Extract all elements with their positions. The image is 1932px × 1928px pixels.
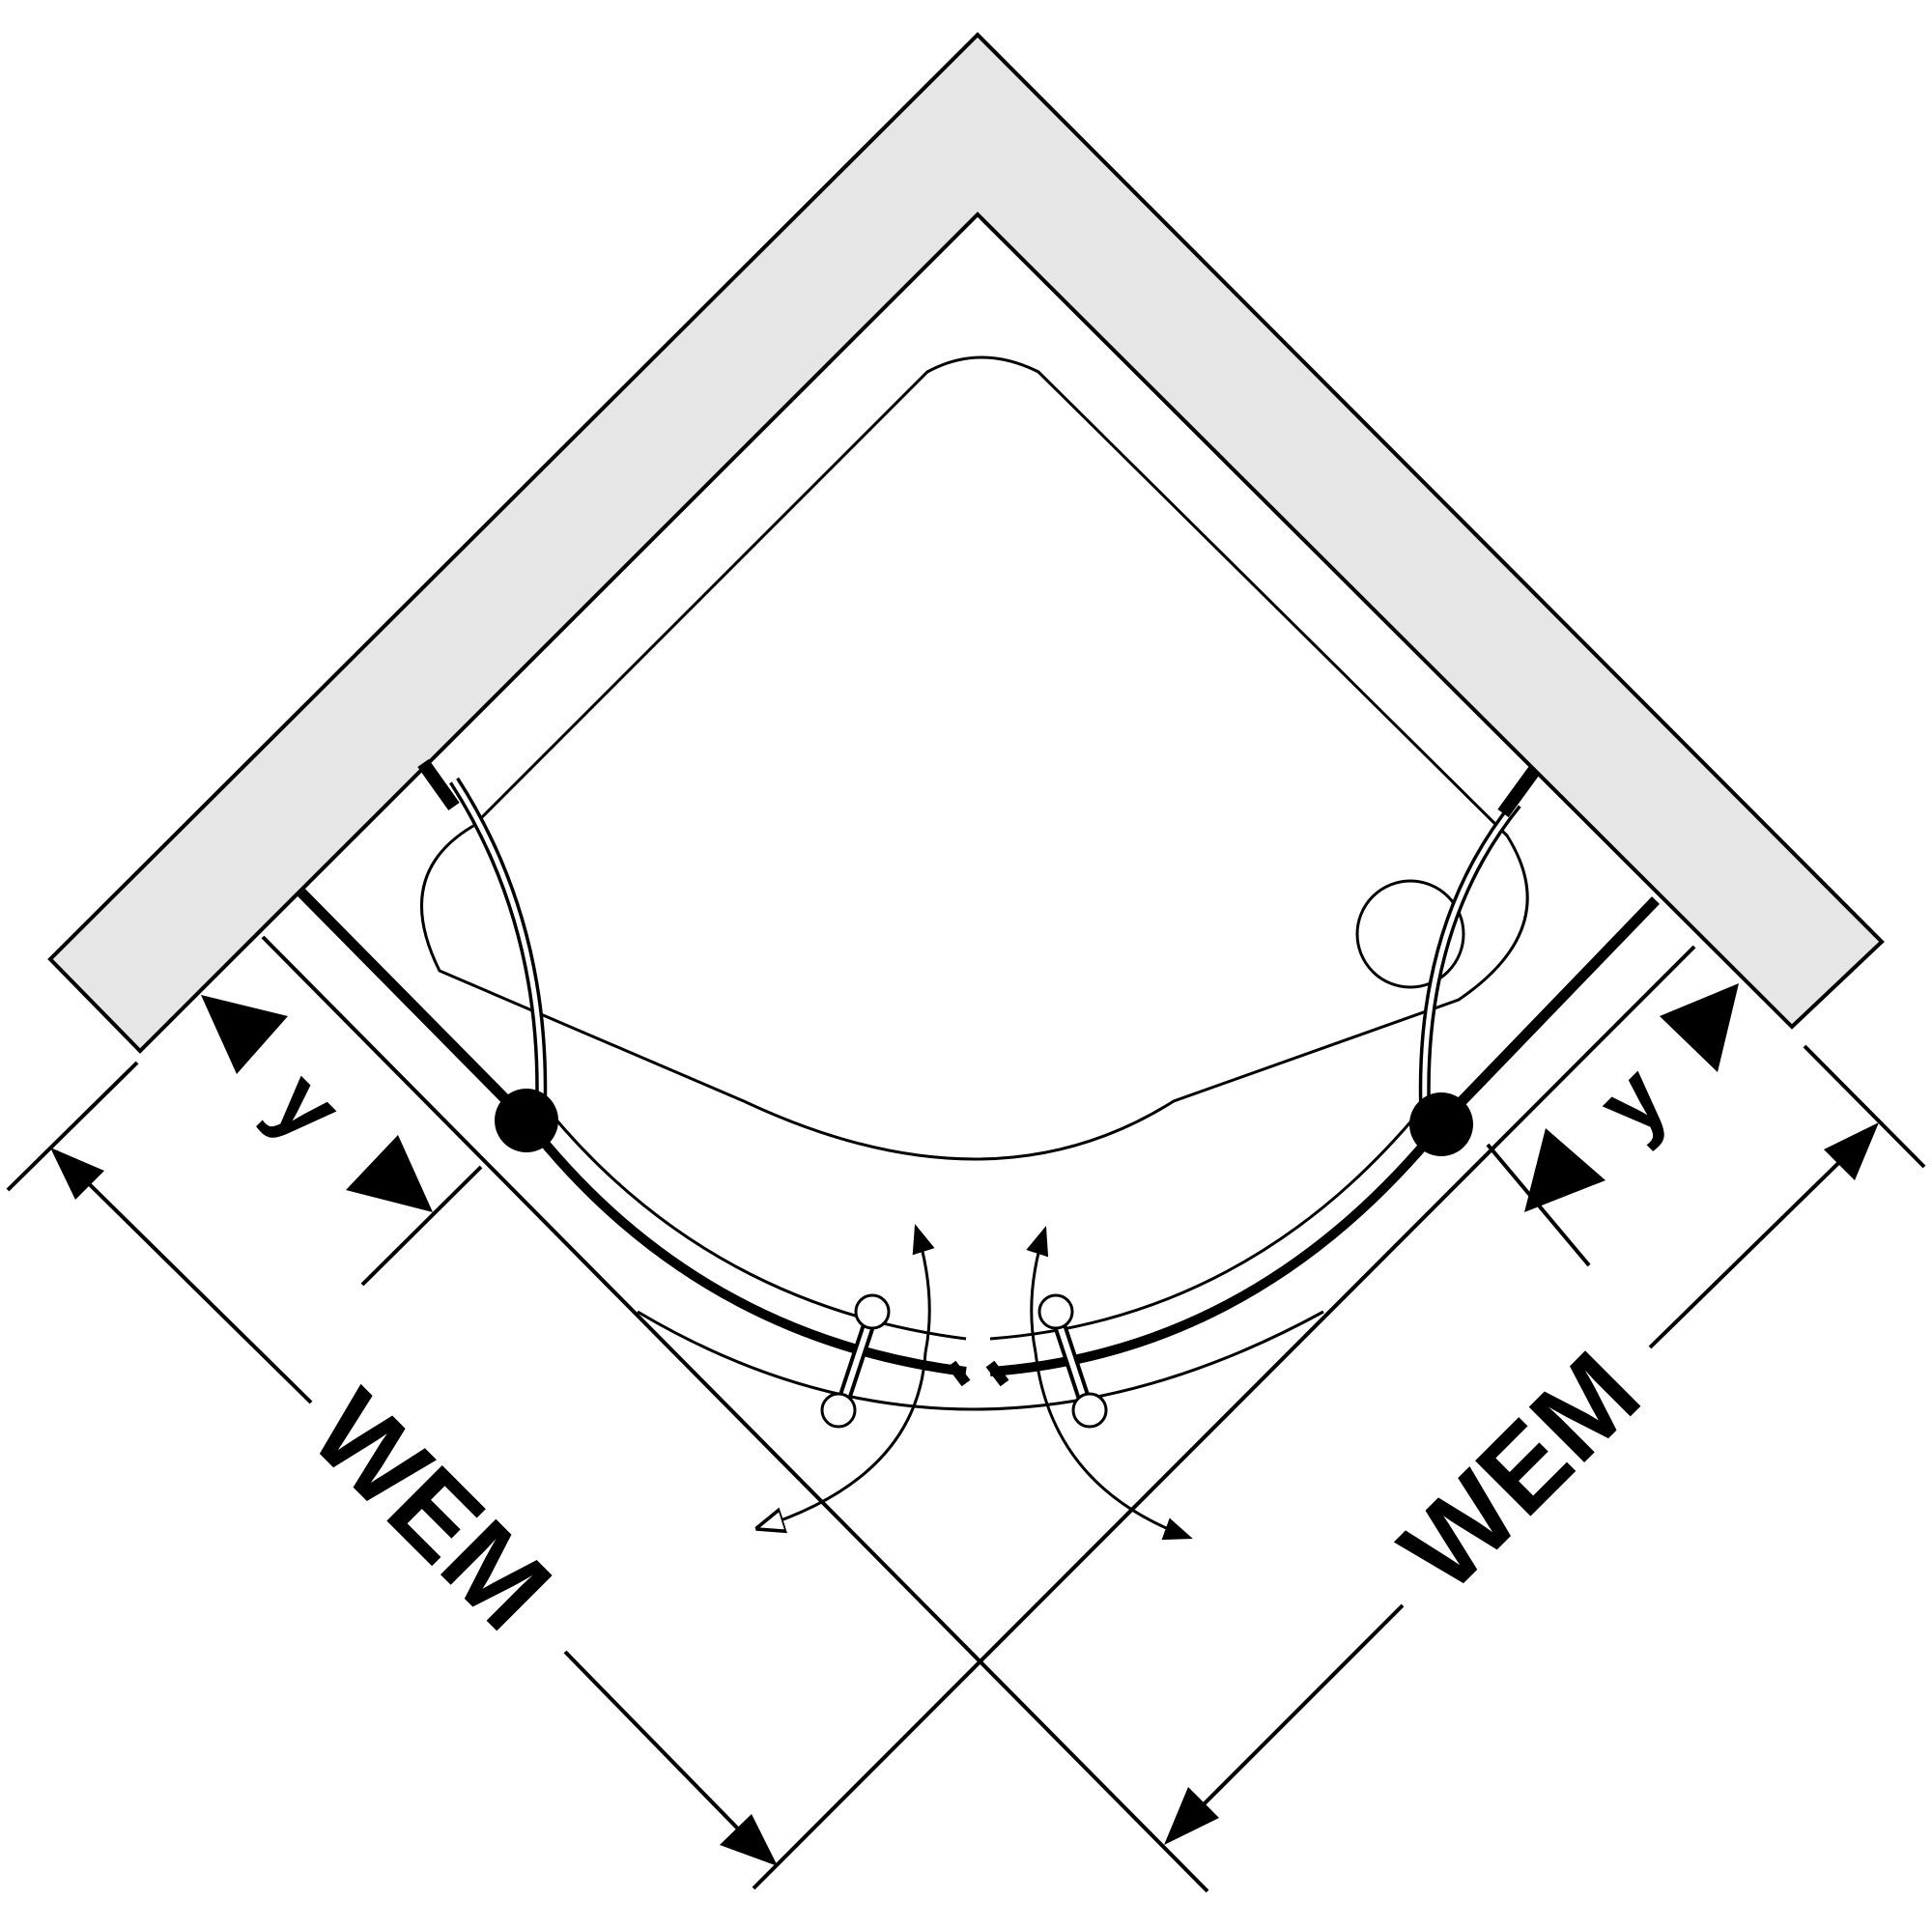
label-y-left: y — [251, 1051, 360, 1160]
dimension-arrow-y-right-end — [1524, 1128, 1605, 1212]
door-opening-arrow-left-out — [758, 1351, 927, 1528]
extension-line-left-wall — [261, 935, 1209, 1893]
stabilizer-bar-left-core — [451, 779, 544, 1107]
dimension-arrow-wem-left-end — [720, 1814, 778, 1866]
dimension-line-wem-right-b — [1169, 1603, 1405, 1839]
fixed-panel-right — [1439, 896, 1660, 1124]
door-edge-right — [985, 1360, 1009, 1387]
dimension-line-wem-right-a — [1648, 1126, 1876, 1349]
dimension-line-wem-left-b — [563, 1650, 770, 1861]
wall-bracket-right — [1497, 766, 1540, 818]
door-edge-left — [947, 1360, 971, 1387]
dimension-arrow-wem-right-end — [1164, 1787, 1219, 1845]
label-wem-left: WEM — [288, 1367, 575, 1654]
dimension-arrow-wem-right-start — [1824, 1122, 1879, 1180]
shower-tray-outline — [420, 355, 1529, 1161]
stabilizer-bar-right-core — [1422, 802, 1519, 1107]
extension-line-left-outer — [6, 1061, 139, 1192]
label-wem-right: WEM — [1377, 1328, 1663, 1615]
dimension-arrow-y-left-end — [346, 1135, 433, 1212]
door-handle-left — [820, 1293, 891, 1429]
sliding-door-right — [989, 1120, 1445, 1376]
sliding-door-left — [523, 1117, 967, 1376]
dimension-arrow-wem-left-start — [50, 1148, 104, 1200]
label-y-right: y — [1577, 1046, 1687, 1155]
fixed-panel-left — [298, 889, 526, 1120]
dimension-line-wem-left-a — [54, 1149, 313, 1404]
joint-right — [1409, 1092, 1473, 1156]
door-opening-arrow-left-up — [912, 1224, 935, 1353]
door-track-arc — [637, 1310, 1324, 1411]
sliding-door-left-inner — [547, 1110, 967, 1341]
extension-line-right-wall — [752, 945, 1696, 1890]
door-opening-arrow-right-up — [1026, 1226, 1049, 1353]
joint-left — [495, 1089, 558, 1152]
dimension-arrow-y-left-start — [201, 995, 288, 1074]
dimension-arrow-y-right-start — [1660, 983, 1739, 1072]
extension-line-right-outer — [1803, 1044, 1926, 1169]
door-handle-right — [1037, 1293, 1108, 1429]
door-opening-arrow-right-out — [1034, 1351, 1193, 1541]
extension-line-left-y — [360, 1165, 483, 1287]
wall-bracket-left — [417, 758, 460, 811]
corner-wall — [47, 32, 1885, 1054]
